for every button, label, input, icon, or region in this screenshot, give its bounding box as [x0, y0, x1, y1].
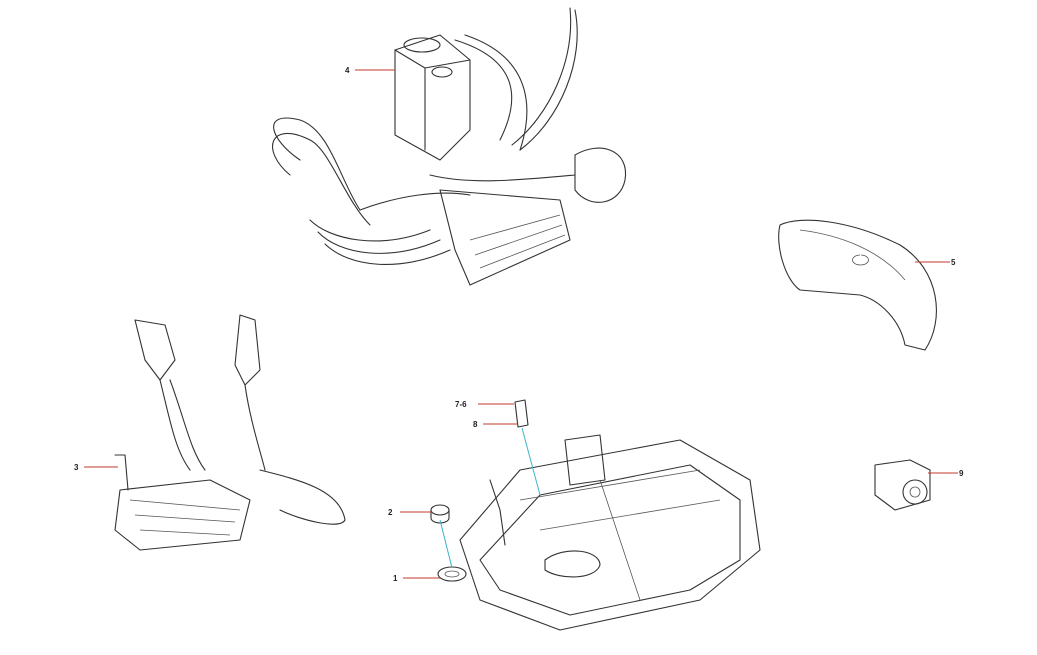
- callout-9[interactable]: 9: [959, 469, 964, 478]
- callout-7-6[interactable]: 7-6: [455, 400, 467, 409]
- part-1-ring[interactable]: [437, 566, 467, 582]
- part-2-bushing[interactable]: [430, 504, 450, 524]
- callout-8[interactable]: 8: [473, 420, 478, 429]
- part-4-hydraulic-assembly[interactable]: [272, 7, 627, 286]
- main-frame[interactable]: [459, 434, 761, 631]
- part-9-blower[interactable]: [874, 459, 931, 511]
- callout-1[interactable]: 1: [393, 574, 398, 583]
- callout-3[interactable]: 3: [74, 463, 79, 472]
- part-3-control-lever-harness[interactable]: [114, 314, 346, 551]
- callout-4[interactable]: 4: [345, 66, 350, 75]
- guide-line-8: [521, 427, 541, 496]
- part-8-pin[interactable]: [514, 399, 529, 428]
- callout-2[interactable]: 2: [388, 508, 393, 517]
- callout-5[interactable]: 5: [951, 258, 956, 267]
- part-5-cover-panel[interactable]: [778, 219, 937, 351]
- guide-line-2-1: [439, 519, 453, 569]
